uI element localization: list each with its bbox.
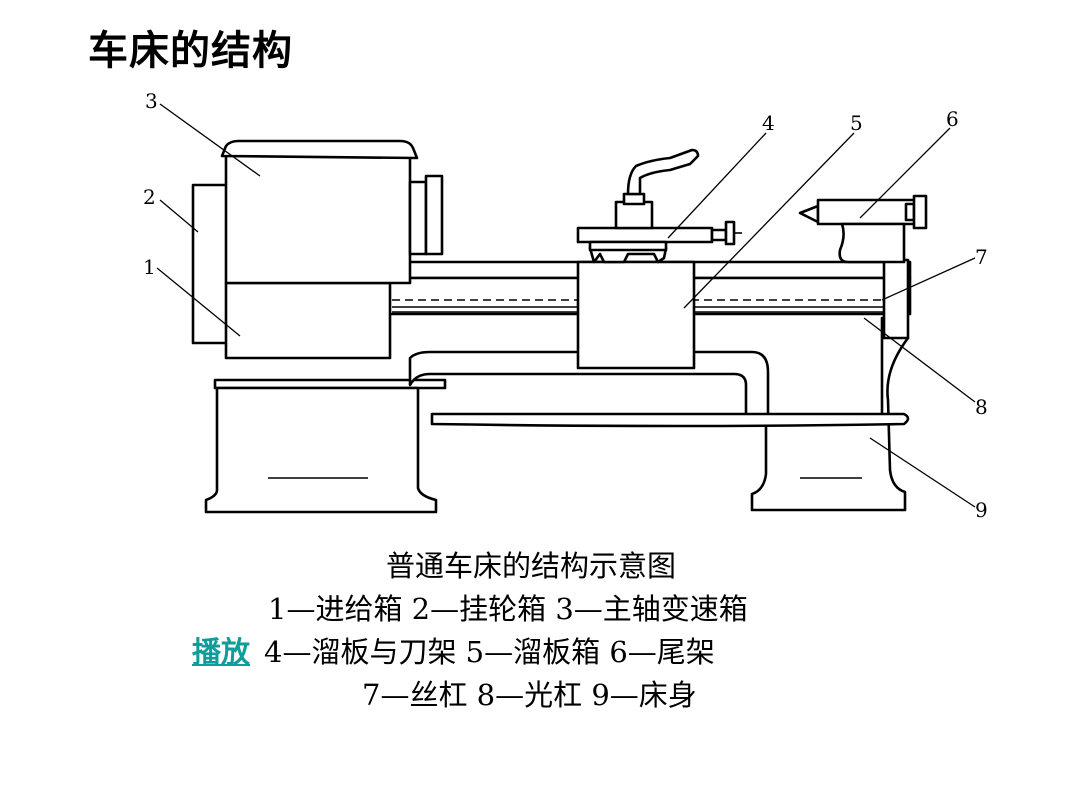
caption-legend-line-3: 7—丝杠 8—光杠 9—床身 bbox=[362, 678, 697, 712]
left-base bbox=[204, 378, 447, 514]
part-number-9: 9 bbox=[975, 498, 988, 522]
lathe-diagram: 1 2 3 4 5 6 7 8 9 bbox=[143, 89, 988, 522]
part-number-6: 6 bbox=[946, 107, 959, 131]
part-number-7: 7 bbox=[975, 245, 988, 269]
slide-title: 车床的结构 bbox=[88, 28, 293, 74]
caption-heading: 普通车床的结构示意图 bbox=[386, 549, 677, 583]
tool-post bbox=[576, 148, 742, 252]
part-number-3: 3 bbox=[145, 89, 158, 113]
carriage-apron bbox=[576, 246, 696, 370]
headstock bbox=[220, 139, 444, 285]
part-number-8: 8 bbox=[975, 395, 988, 419]
part-number-1: 1 bbox=[143, 255, 156, 279]
part-number-2: 2 bbox=[143, 185, 156, 209]
right-base bbox=[750, 258, 910, 512]
feed-box bbox=[191, 183, 392, 360]
caption-legend-line-2: 4—溜板与刀架 5—溜板箱 6—尾架 bbox=[264, 635, 715, 669]
caption-line-2-row: 播放 4—溜板与刀架 5—溜板箱 6—尾架 bbox=[192, 631, 715, 674]
part-number-4: 4 bbox=[762, 111, 775, 135]
part-number-5: 5 bbox=[850, 111, 863, 135]
tailstock bbox=[798, 194, 928, 264]
play-link[interactable]: 播放 bbox=[192, 635, 251, 669]
caption-legend-line-1: 1—进给箱 2—挂轮箱 3—主轴变速箱 bbox=[268, 592, 748, 626]
part-numbers: 1 2 3 4 5 6 7 8 9 bbox=[143, 89, 988, 522]
leader-lines bbox=[156, 103, 976, 508]
